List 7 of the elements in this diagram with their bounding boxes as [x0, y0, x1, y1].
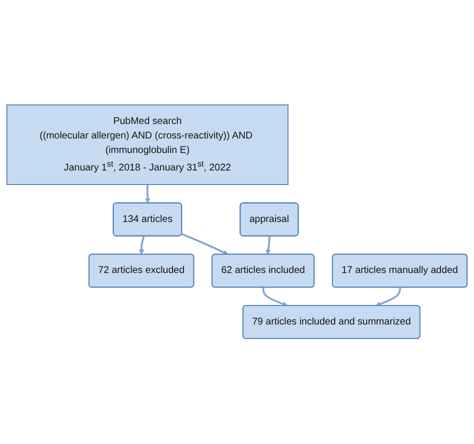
- arrow: [138, 236, 145, 256]
- node-box: PubMed search ((molecular allergen) AND (cross-reactivity)) AND (immunoglobulin E) January 1$^{st}$, 2018 - January 31$^{st}$, 2022: [6, 104, 288, 186]
- arrow: [181, 233, 228, 256]
- arrow: [375, 288, 401, 307]
- arrow: [262, 288, 288, 307]
- arrow: [266, 236, 271, 256]
- arrow: [144, 184, 150, 204]
